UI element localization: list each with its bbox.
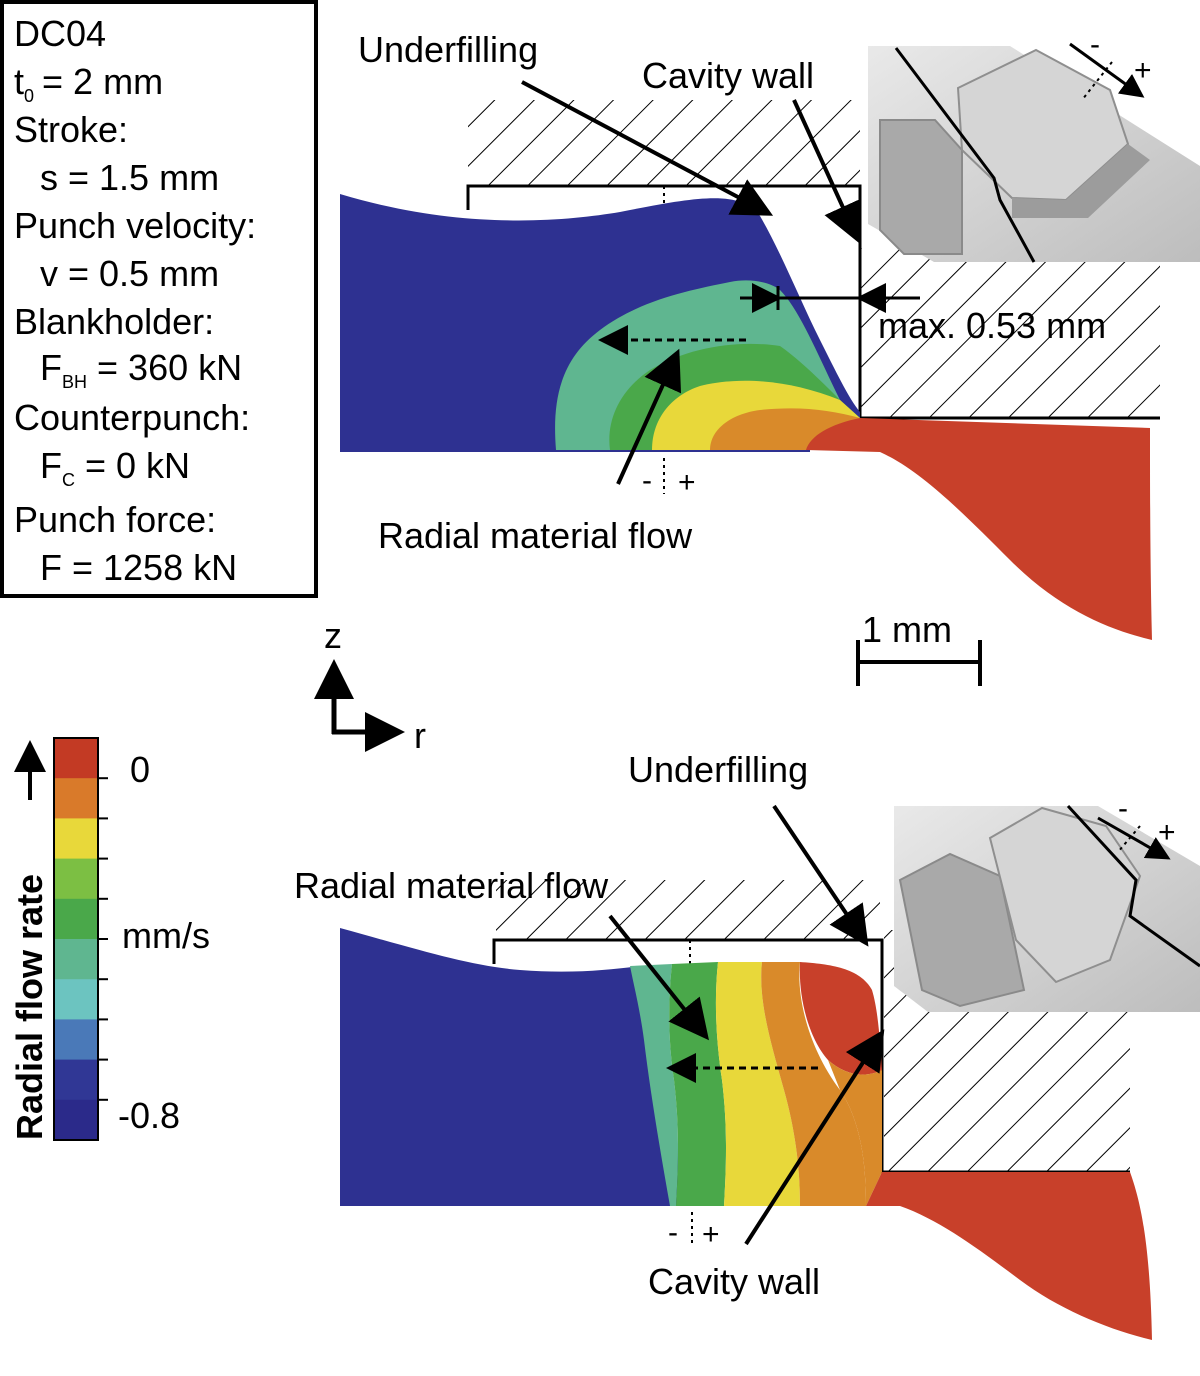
top-plus-sign: + bbox=[678, 466, 696, 499]
legend-frame bbox=[53, 737, 99, 1141]
bottom-sheet-orange-right bbox=[828, 1060, 882, 1206]
coordinate-axes: z r bbox=[314, 615, 426, 756]
z-axis-label: z bbox=[324, 615, 342, 656]
blankholder-force: = 360 kN bbox=[97, 347, 242, 388]
bottom-sheet-red bbox=[866, 1172, 1152, 1340]
bottom-radial-flow-leader bbox=[608, 914, 709, 1041]
legend-swatch bbox=[54, 738, 98, 779]
top-upper-die bbox=[468, 100, 860, 186]
counterpunch-force: = 0 kN bbox=[85, 445, 190, 486]
top-underfilling-leader bbox=[521, 80, 774, 216]
parameter-info-box: DC04 t0 = 2 mm Stroke: s = 1.5 mm Punch v… bbox=[0, 0, 318, 598]
legend-color-bar bbox=[53, 737, 108, 1141]
top-panel: - + Underfilling Cavity wall max. 0.53 m… bbox=[340, 28, 1200, 640]
blankholder-label: Blankholder: bbox=[14, 301, 214, 342]
legend-swatch bbox=[54, 1059, 98, 1101]
svg-text:+: + bbox=[1158, 816, 1176, 849]
legend-swatch bbox=[54, 1099, 98, 1141]
top-minus-sign: - bbox=[642, 464, 652, 497]
top-radial-flow-label: Radial material flow bbox=[378, 515, 693, 556]
legend-max-label: 0 bbox=[130, 749, 150, 790]
punch-velocity-label: Punch velocity: bbox=[14, 205, 256, 246]
legend-swatch bbox=[54, 858, 98, 900]
blankholder-symbol: F bbox=[40, 347, 62, 388]
info-box-frame bbox=[0, 0, 318, 598]
top-sheet-bottom-edge bbox=[340, 450, 810, 452]
counterpunch-subscript: C bbox=[62, 470, 75, 490]
scale-bar: 1 mm bbox=[856, 609, 982, 686]
svg-text:-: - bbox=[1118, 792, 1128, 825]
top-max-gap-label: max. 0.53 mm bbox=[878, 305, 1106, 346]
punch-force-label: Punch force: bbox=[14, 499, 216, 540]
bottom-underfilling-label: Underfilling bbox=[628, 749, 808, 790]
bottom-sheet-yellow bbox=[715, 962, 800, 1206]
svg-text:-: - bbox=[1090, 28, 1100, 61]
bottom-sheet-teal bbox=[630, 964, 678, 1206]
thickness-value: = 2 mm bbox=[42, 61, 163, 102]
bottom-sheet-blue bbox=[340, 928, 690, 1206]
punch-force-value: F = 1258 kN bbox=[40, 547, 237, 588]
legend-swatch bbox=[54, 939, 98, 980]
stroke-value: s = 1.5 mm bbox=[40, 157, 219, 198]
r-axis-label: r bbox=[414, 715, 426, 756]
top-cavity-wall-leader bbox=[792, 99, 861, 244]
scale-bar-label: 1 mm bbox=[862, 609, 952, 650]
legend-swatch bbox=[54, 979, 98, 1020]
thickness-line: t0 = 2 mm bbox=[14, 61, 163, 106]
top-sheet-red bbox=[806, 418, 1152, 640]
bottom-cavity-wall-leader bbox=[744, 1029, 885, 1246]
legend-swatch bbox=[54, 898, 98, 940]
legend-title: Radial flow rate bbox=[9, 874, 50, 1140]
bottom-underfilling-leader bbox=[772, 804, 869, 947]
top-underfilling-label: Underfilling bbox=[358, 29, 538, 70]
counterpunch-symbol: F bbox=[40, 445, 62, 486]
counterpunch-label: Counterpunch: bbox=[14, 397, 250, 438]
bottom-3d-inset-image: - + bbox=[894, 792, 1200, 1012]
bottom-minus-sign: - bbox=[668, 1216, 678, 1249]
legend-unit-label: mm/s bbox=[122, 915, 210, 956]
punch-velocity-value: v = 0.5 mm bbox=[40, 253, 219, 294]
stroke-label: Stroke: bbox=[14, 109, 128, 150]
bottom-sheet-orange bbox=[761, 962, 866, 1206]
legend-swatch bbox=[54, 818, 98, 860]
blankholder-value: FBH = 360 kN bbox=[40, 347, 242, 392]
thickness-symbol: t bbox=[14, 61, 24, 102]
bottom-cavity-wall-label: Cavity wall bbox=[648, 1261, 820, 1302]
svg-text:+: + bbox=[1134, 54, 1152, 87]
bottom-upper-die bbox=[496, 880, 880, 940]
top-cavity-wall-label: Cavity wall bbox=[642, 55, 814, 96]
legend-min-label: -0.8 bbox=[118, 1095, 180, 1136]
blankholder-subscript: BH bbox=[62, 372, 87, 392]
bottom-plus-sign: + bbox=[702, 1218, 720, 1251]
legend-swatch bbox=[54, 778, 98, 819]
material-label: DC04 bbox=[14, 13, 106, 54]
bottom-radial-flow-label: Radial material flow bbox=[294, 865, 609, 906]
thickness-subscript: 0 bbox=[24, 86, 34, 106]
top-die-step bbox=[860, 248, 1160, 418]
legend-swatch bbox=[54, 1019, 98, 1061]
top-3d-inset-image: - + bbox=[868, 28, 1200, 263]
top-radial-flow-leader bbox=[616, 348, 682, 485]
bottom-panel: - + Underfilling Radial material flow Ca… bbox=[294, 749, 1200, 1340]
color-legend: 0 mm/s -0.8 Radial flow rate bbox=[9, 737, 210, 1141]
counterpunch-value: FC = 0 kN bbox=[40, 445, 190, 490]
top-die-contour bbox=[466, 184, 1160, 420]
